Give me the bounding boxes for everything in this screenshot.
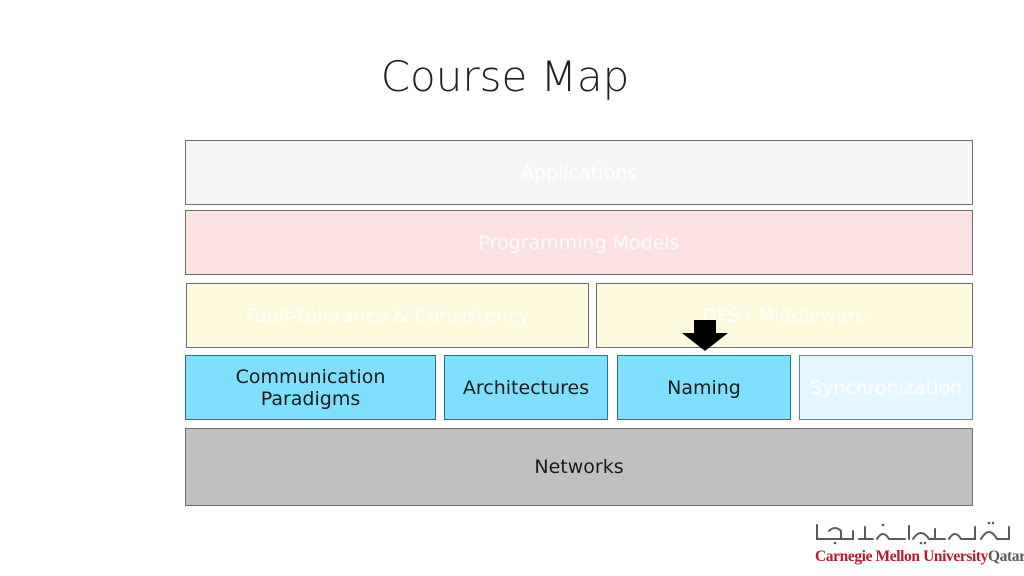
- layer-networks-label: Networks: [534, 456, 624, 478]
- layer-synchronization: Synchronization: [799, 355, 973, 420]
- layer-programming-models-label: Programming Models: [478, 231, 680, 254]
- layer-networks: Networks: [185, 428, 973, 506]
- layer-programming-models: Programming Models: [185, 210, 973, 275]
- layer-synchronization-label: Synchronization: [809, 376, 963, 399]
- layer-communication-paradigms-label: Communication Paradigms: [235, 365, 386, 410]
- layer-naming: Naming: [617, 355, 791, 420]
- layer-applications-label: Applications: [520, 161, 638, 184]
- layer-distributed-file-systems-label: DFS / Middleware: [702, 304, 867, 327]
- layer-naming-label: Naming: [667, 376, 741, 399]
- logo-wordmark: Carnegie Mellon UniversityQatar: [815, 548, 1024, 566]
- logo-campus-name: Qatar: [987, 548, 1024, 565]
- down-arrow-icon: [682, 320, 728, 351]
- layer-architectures: Architectures: [444, 355, 608, 420]
- university-logo: Carnegie Mellon UniversityQatar: [813, 521, 1024, 571]
- layer-fault-tolerance-label: Fault-tolerance & Consistency: [245, 304, 530, 327]
- layer-fault-tolerance: Fault-tolerance & Consistency: [186, 283, 589, 348]
- logo-arabic-script: [816, 521, 1010, 545]
- layer-architectures-label: Architectures: [462, 376, 590, 399]
- logo-university-name: Carnegie Mellon University: [815, 548, 988, 565]
- slide-title: Course Map: [380, 52, 630, 101]
- layer-applications: Applications: [185, 140, 973, 205]
- layer-communication-paradigms: Communication Paradigms: [185, 355, 436, 420]
- layer-distributed-file-systems: DFS / Middleware: [596, 283, 973, 348]
